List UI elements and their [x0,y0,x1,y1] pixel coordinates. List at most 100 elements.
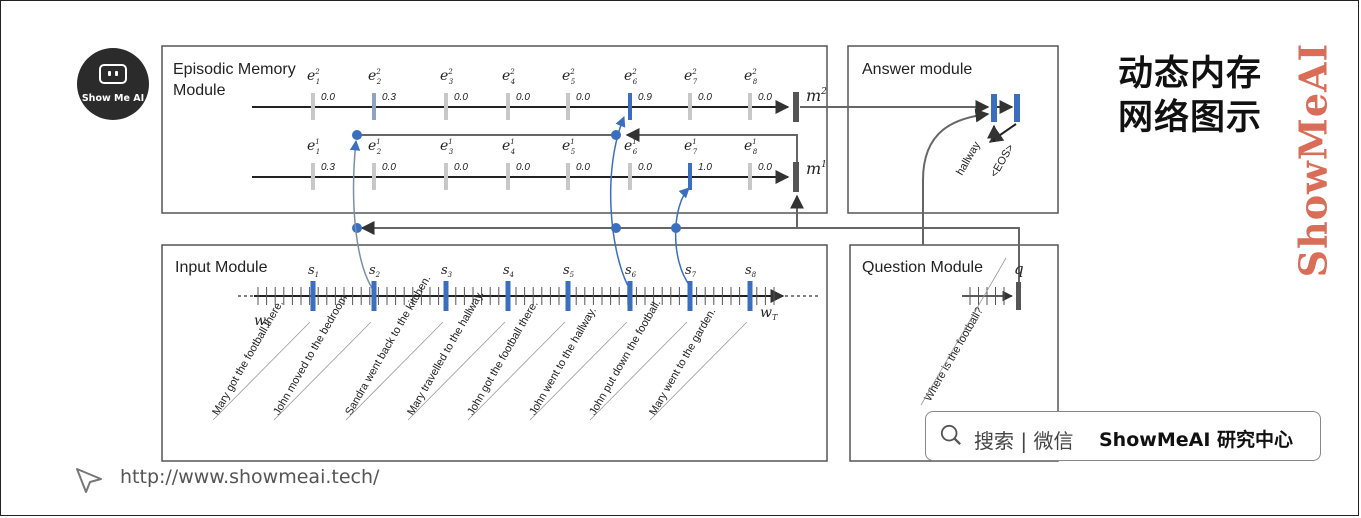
memory-gate-bar [628,93,632,120]
gate-label-sub: 5 [571,78,576,86]
gate-value: 0.0 [454,162,468,173]
sentence-label-sub: 4 [509,271,514,279]
w-end-sub: T [772,313,778,322]
gate-label-sup: 1 [632,138,636,146]
sentence-label-s: s [625,263,632,278]
sentence-label-s: s [745,263,752,278]
memory-gate-bar [688,93,692,120]
search-badge[interactable]: 搜索 | 微信 ShowMeAI 研究中心 [925,411,1321,461]
search-brand: ShowMeAI 研究中心 [1099,429,1293,451]
sentence-label-s: s [441,263,448,278]
input-to-memory-arrow-s6 [609,116,629,287]
gate-label-sub: 7 [693,78,698,86]
sentence-underline [529,321,628,421]
gate-label-sup: 2 [691,68,697,76]
side-brand-text: ShowMeAI [1290,42,1336,278]
sentence-underline [345,321,444,421]
memory-gate-bar [444,93,448,120]
input-word-ticks [257,287,775,305]
answer-state-2 [1014,94,1020,122]
memory-gate-bar [311,93,315,120]
sentence-label-s: s [685,263,692,278]
gate-label-e: e [502,138,510,154]
input-module-box [161,244,828,462]
sentence-label: s8 [745,263,757,279]
gate-label-sup: 1 [510,138,514,146]
sentence-label: s2 [369,263,381,279]
gate-value: 0.9 [638,92,652,103]
gate-label-e: e [744,68,752,84]
gate-label-sup: 1 [315,138,319,146]
gate-label-e: e [562,68,570,84]
gate-value: 0.3 [321,162,335,173]
gate-label-sub: 6 [633,78,638,86]
gate-value: 0.0 [454,92,468,103]
question-label: q [1014,260,1024,278]
sentence-state [565,281,571,311]
memory-gate-bar [566,93,570,120]
gate-label-sup: 2 [569,68,575,76]
sentence-label-sub: 5 [570,271,575,279]
search-icon [940,424,961,445]
input-to-memory-arrow-s2 [349,139,373,289]
sentence-label: s4 [503,263,514,279]
w-end-label: wT [760,305,778,322]
memory-gate-bar [748,93,752,120]
memory-gate-bar [748,163,752,190]
question-module-box [849,244,1059,462]
answer-word-2: <EOS> [988,142,1016,179]
gate-label-e: e [624,68,632,84]
question-underline [920,257,1007,406]
gate-value: 0.0 [638,162,652,173]
gate-value: 0.0 [321,92,335,103]
gate-label-e: e [502,68,510,84]
gate-label-sup: 1 [376,138,380,146]
sentence-label-sub: 7 [692,271,697,279]
sentence-label-s: s [308,263,315,278]
search-text: 搜索 | 微信 [974,429,1074,453]
memory-gate-bar [566,163,570,190]
w-end-main: w [760,305,772,321]
sentence-state [505,281,511,311]
memory-state-m2 [793,92,799,122]
gate-label-e: e [368,68,376,84]
gate-label-sub: 5 [571,148,576,156]
attention-node-upper-left [352,130,362,140]
gate-label-sup: 2 [447,68,453,76]
sentence-underline [407,321,506,421]
page-title: 动态内存 网络图示 [1118,52,1262,140]
title-line-2: 网络图示 [1118,98,1263,138]
episodic-title-line1: Episodic Memory [173,61,296,78]
cursor-icon [76,468,102,493]
sentence-state [747,281,753,311]
m1-feedback-arrow [625,128,798,162]
gate-value: 0.3 [382,92,396,103]
gate-label-e: e [684,138,692,154]
gate-label-e: e [744,138,752,154]
sentence-underline [649,321,748,421]
memory-label-m2: m2 [806,86,827,105]
question-state [1016,282,1021,310]
gate-label-sup: 2 [509,68,515,76]
gate-value: 0.0 [516,92,530,103]
question-feedback-line [797,227,1020,283]
gate-label-sub: 8 [753,148,758,156]
answer-module-box [847,45,1059,214]
question-module-title: Question Module [862,259,983,276]
question-text: Where is the football? [922,305,986,403]
gate-label-e: e [684,68,692,84]
question-to-answer-curve [922,108,990,245]
w-start-label: w1 [254,313,271,330]
memory-m1-main: m [806,159,821,178]
footer-url[interactable]: http://www.showmeai.tech/ [120,466,380,488]
question-word-ticks [969,287,1005,305]
gate-label-e: e [307,68,315,84]
